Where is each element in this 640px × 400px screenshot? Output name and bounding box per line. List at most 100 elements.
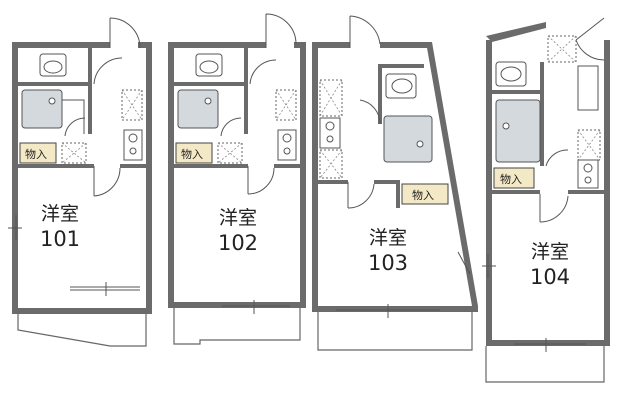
room-type-label: 洋室 bbox=[369, 227, 407, 249]
storage-label: 物入 bbox=[181, 147, 203, 161]
bathtub-icon bbox=[21, 89, 63, 129]
wall bbox=[294, 42, 306, 48]
closet bbox=[61, 142, 87, 164]
wall bbox=[88, 48, 92, 86]
entrance-door bbox=[575, 17, 605, 61]
toilet-bowl bbox=[500, 66, 522, 82]
burner bbox=[583, 163, 593, 173]
wall bbox=[168, 302, 306, 308]
room-number: 101 bbox=[40, 227, 80, 251]
door-swing bbox=[220, 117, 242, 137]
room-type-label: 洋室 bbox=[219, 207, 257, 229]
wall bbox=[168, 42, 174, 308]
storage-badge bbox=[493, 167, 535, 189]
room-door bbox=[347, 182, 375, 209]
entrance-door bbox=[109, 17, 141, 49]
wall bbox=[374, 180, 396, 184]
door-swing bbox=[359, 99, 381, 125]
shoe-cabinet bbox=[577, 65, 599, 111]
storage-label: 物入 bbox=[500, 172, 522, 186]
unit-103: 物入 洋室 103 bbox=[312, 15, 478, 351]
balcony bbox=[17, 314, 147, 347]
door-swing bbox=[545, 149, 569, 167]
wall bbox=[300, 42, 306, 308]
burner bbox=[325, 121, 335, 131]
toilet-bowl bbox=[391, 78, 413, 94]
door-swing bbox=[249, 59, 277, 85]
burner bbox=[283, 147, 291, 155]
room-door bbox=[93, 166, 121, 197]
wall bbox=[88, 86, 92, 134]
storage-label: 物入 bbox=[412, 188, 434, 202]
wall bbox=[138, 42, 152, 48]
door-swing bbox=[64, 117, 86, 137]
room-type-label: 洋室 bbox=[41, 203, 79, 225]
wall bbox=[312, 42, 318, 312]
closet bbox=[217, 142, 243, 164]
balcony bbox=[173, 308, 301, 345]
drain bbox=[48, 97, 56, 105]
stove-icon bbox=[577, 159, 599, 189]
unit-102: 物入 洋室 102 bbox=[168, 13, 306, 345]
storage-badge bbox=[19, 142, 57, 164]
toilet-bowl bbox=[199, 60, 219, 74]
room-number: 104 bbox=[530, 265, 570, 289]
wall bbox=[12, 42, 110, 48]
wall bbox=[12, 42, 18, 314]
room-type-label: 洋室 bbox=[531, 241, 569, 263]
wall bbox=[18, 164, 94, 168]
stove-icon bbox=[319, 117, 341, 149]
door-swing bbox=[93, 57, 123, 85]
wall bbox=[426, 42, 478, 306]
wall bbox=[486, 40, 492, 346]
storage-badge bbox=[401, 183, 449, 205]
balcony bbox=[317, 312, 473, 351]
room-number: 102 bbox=[218, 231, 258, 255]
wall bbox=[380, 64, 424, 68]
stove-icon bbox=[277, 129, 297, 161]
wall bbox=[312, 42, 350, 48]
room-door bbox=[247, 166, 275, 195]
wall bbox=[492, 190, 540, 194]
entrance-door bbox=[349, 15, 381, 48]
wall bbox=[318, 180, 348, 184]
wall bbox=[18, 82, 90, 86]
unit-104: 物入 洋室 104 bbox=[482, 17, 610, 383]
wall bbox=[244, 48, 248, 134]
drain bbox=[416, 140, 424, 148]
wall bbox=[378, 64, 382, 124]
toilet-bowl bbox=[43, 60, 63, 74]
wall bbox=[486, 22, 546, 42]
window bbox=[457, 251, 471, 275]
drain bbox=[204, 97, 212, 105]
burner bbox=[128, 133, 138, 143]
storage-badge bbox=[175, 142, 213, 164]
wall bbox=[120, 164, 146, 168]
burner bbox=[326, 135, 334, 143]
wall bbox=[168, 42, 266, 48]
bathtub-icon bbox=[383, 115, 433, 163]
wall bbox=[312, 306, 478, 312]
wall bbox=[174, 164, 248, 168]
bath-door bbox=[62, 99, 85, 134]
storage-label: 物入 bbox=[25, 147, 47, 161]
burner bbox=[129, 147, 137, 155]
unit-101: 物入 洋室 101 bbox=[8, 17, 152, 347]
closet bbox=[547, 35, 577, 63]
wall bbox=[604, 40, 610, 346]
room-door bbox=[539, 194, 569, 223]
wall bbox=[492, 90, 544, 94]
stove-icon bbox=[123, 129, 143, 161]
bathtub-icon bbox=[495, 99, 541, 163]
wall bbox=[174, 82, 246, 86]
balcony bbox=[485, 346, 605, 383]
burner bbox=[282, 133, 292, 143]
wall bbox=[274, 164, 300, 168]
wall bbox=[380, 42, 430, 48]
wall bbox=[568, 190, 604, 194]
drain bbox=[502, 122, 510, 130]
room-number: 103 bbox=[368, 251, 408, 275]
wall bbox=[12, 308, 152, 314]
wall bbox=[486, 340, 610, 346]
